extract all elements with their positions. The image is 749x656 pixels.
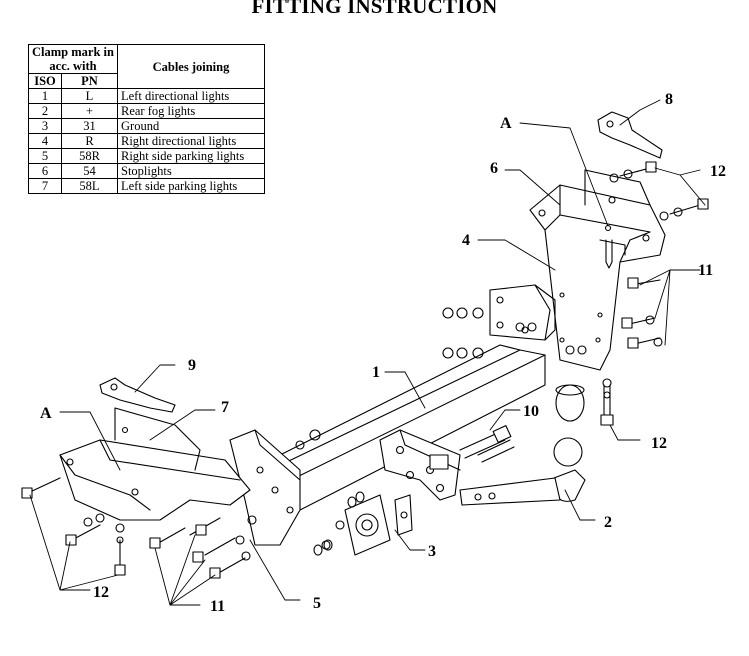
callout-4: 4 bbox=[462, 232, 470, 249]
left-bracket-7 bbox=[59, 407, 251, 521]
fastener-set-11-right bbox=[621, 277, 663, 349]
callout-6: 6 bbox=[490, 160, 498, 177]
callout-8: 8 bbox=[665, 91, 673, 108]
callout-12-top: 12 bbox=[710, 163, 726, 180]
callout-9: 9 bbox=[188, 357, 196, 374]
fastener-set-11-left bbox=[149, 429, 321, 579]
right-side-plate-4 bbox=[489, 284, 603, 343]
callout-a-right: A bbox=[500, 115, 512, 132]
bolts-10 bbox=[459, 425, 515, 463]
callout-3: 3 bbox=[428, 543, 436, 560]
callout-12-mid: 12 bbox=[651, 435, 667, 452]
left-side-plate-5 bbox=[229, 429, 301, 546]
callout-7: 7 bbox=[221, 399, 229, 416]
tow-ball-2 bbox=[459, 384, 586, 506]
fastener-set-12-left bbox=[21, 477, 126, 576]
callout-11-right: 11 bbox=[698, 262, 713, 279]
callout-2: 2 bbox=[604, 514, 612, 531]
callout-1: 1 bbox=[372, 364, 380, 381]
callout-12-bottom: 12 bbox=[93, 584, 109, 601]
fastener-set-12-mid bbox=[600, 378, 614, 426]
clamp-plate-8 bbox=[597, 111, 663, 269]
clamp-plate-9 bbox=[99, 377, 176, 413]
callout-5: 5 bbox=[313, 595, 321, 612]
page-title: FITTING INSTRUCTION bbox=[251, 0, 498, 18]
pn-cell: 58R bbox=[61, 148, 118, 164]
fastener-set-left-plate bbox=[442, 307, 587, 359]
callout-labels: 1 2 3 4 5 6 7 8 9 10 11 11 12 12 12 A A bbox=[40, 91, 726, 615]
desc-cell: Left side parking lights bbox=[117, 178, 265, 194]
leader-lines bbox=[29, 99, 706, 606]
desc-cell: Rear fog lights bbox=[117, 103, 265, 119]
fastener-set-12-top bbox=[609, 161, 709, 221]
table-row: 2+Rear fog lights bbox=[28, 103, 265, 119]
right-bracket-6 bbox=[529, 169, 666, 371]
pn-header: PN bbox=[61, 73, 118, 89]
callout-a-left: A bbox=[40, 405, 52, 422]
callout-11-bottom: 11 bbox=[210, 598, 225, 615]
hitch-bracket bbox=[379, 429, 461, 501]
callout-10: 10 bbox=[523, 403, 539, 420]
clamp-mark-header: Clamp mark in acc. with bbox=[28, 44, 118, 74]
iso-cell: 7 bbox=[28, 178, 62, 194]
socket-plate-3 bbox=[313, 491, 413, 556]
cable-joining-table: Clamp mark in acc. with Cables joining I… bbox=[28, 44, 265, 194]
desc-cell: Right directional lights bbox=[117, 133, 265, 149]
desc-cell: Right side parking lights bbox=[117, 148, 265, 164]
